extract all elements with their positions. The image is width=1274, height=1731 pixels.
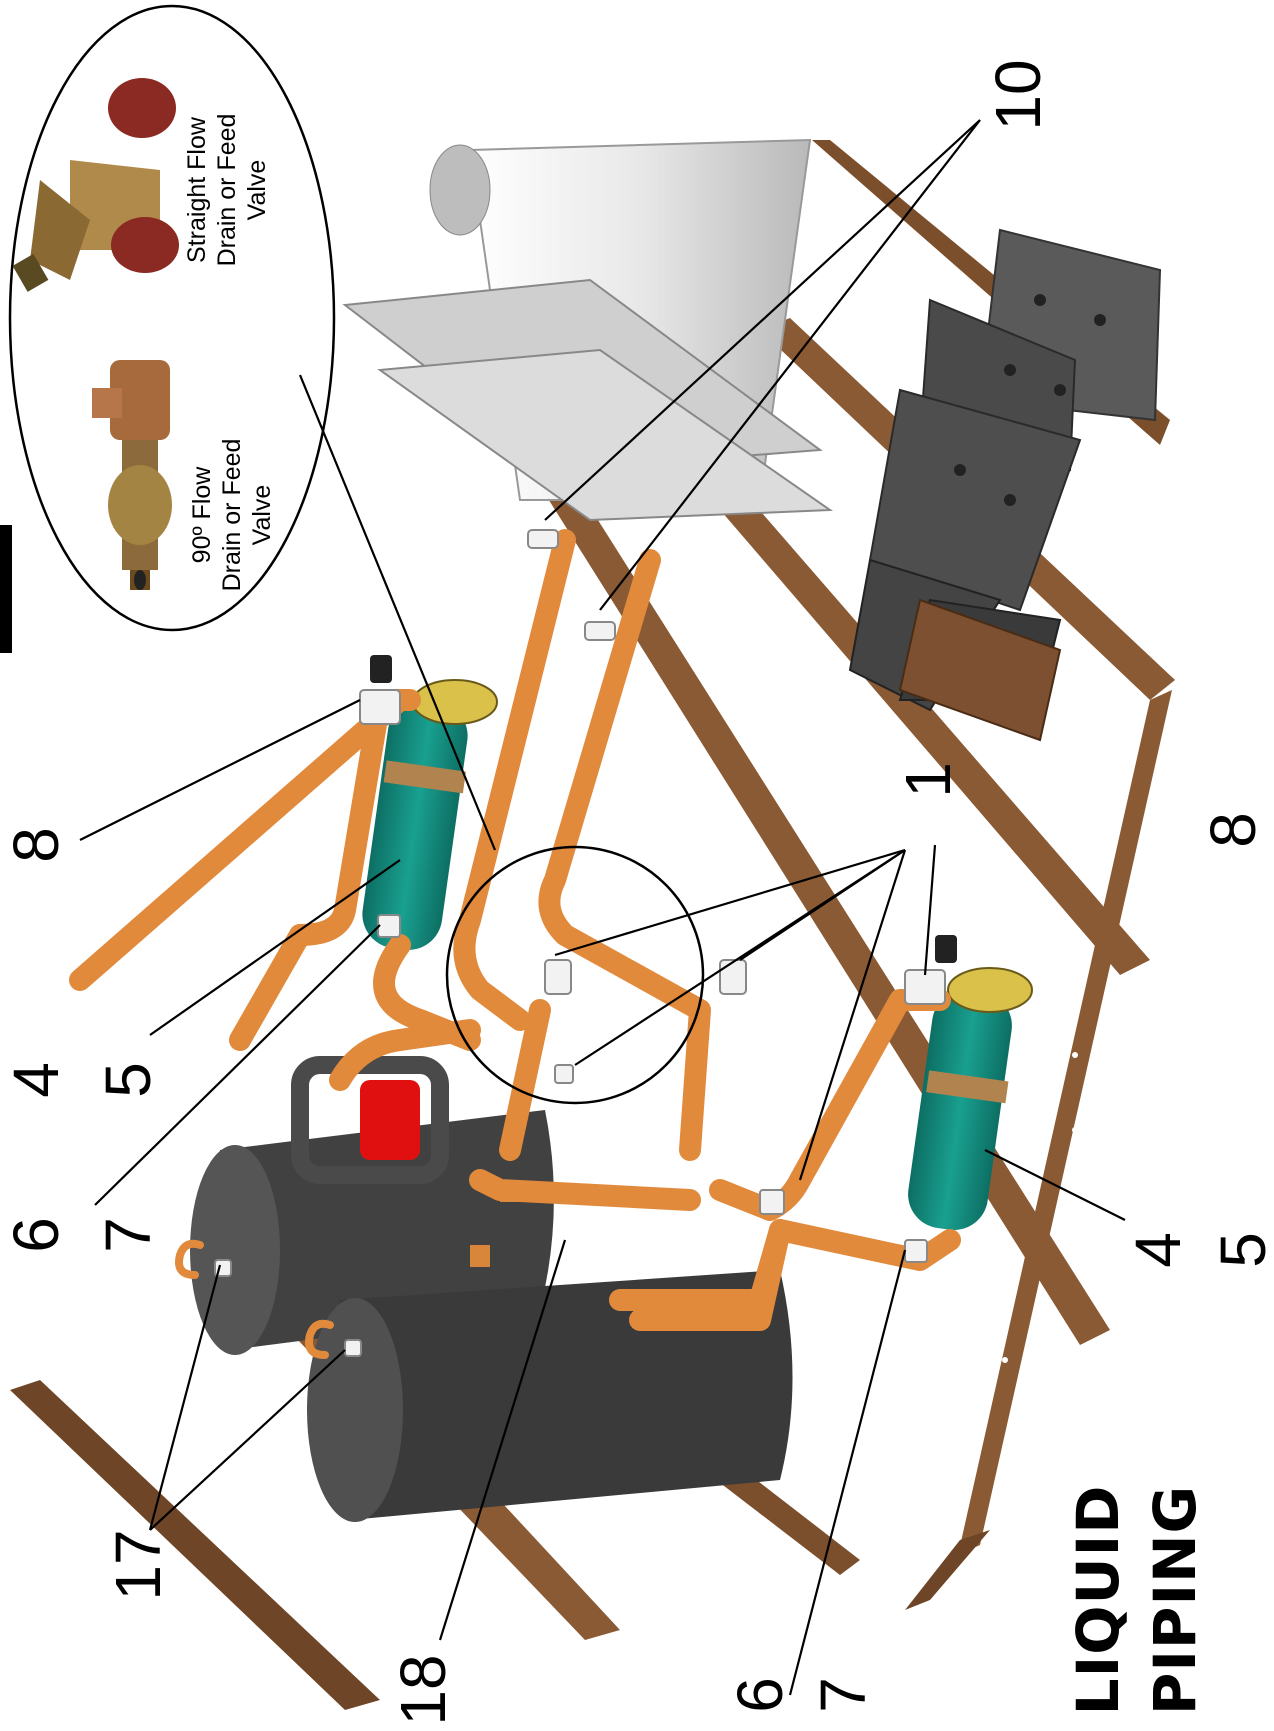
margin-bar [0, 525, 12, 653]
liquid-piping [69, 529, 961, 1359]
svg-text:Valve: Valve [243, 160, 271, 221]
callout-4-right: 4 [1122, 1232, 1194, 1268]
straight-flow-valve-image [12, 78, 179, 292]
callout-18: 18 [387, 1654, 459, 1725]
callout-numbers: 10 1 8 8 4 5 6 7 4 5 17 18 6 7 [0, 59, 1274, 1725]
callout-4-top: 4 [0, 1062, 72, 1098]
leader-lines [79, 119, 1126, 1696]
callout-8-right: 8 [1197, 812, 1269, 848]
inset-leader [298, 374, 497, 851]
compressor-motor [848, 228, 1162, 742]
callout-7-bottom: 7 [807, 1677, 879, 1713]
callout-7-top: 7 [92, 1217, 164, 1253]
vessel-shell [342, 138, 834, 522]
callout-1: 1 [892, 762, 964, 798]
callout-6-top: 6 [0, 1217, 72, 1253]
valve-inset: 90º Flow Drain or Feed Valve Straight Fl… [8, 4, 336, 632]
svg-text:Drain or Feed: Drain or Feed [213, 114, 241, 267]
svg-text:90º Flow: 90º Flow [188, 466, 216, 564]
detail-circle [445, 845, 705, 1105]
90-flow-caption: 90º Flow Drain or Feed Valve [188, 439, 276, 592]
callout-5-top: 5 [92, 1062, 164, 1098]
callout-6-bottom: 6 [724, 1677, 796, 1713]
callout-10: 10 [982, 59, 1054, 130]
callout-8-top: 8 [0, 827, 72, 863]
callout-17: 17 [102, 1529, 174, 1600]
svg-text:Straight Flow: Straight Flow [183, 116, 211, 263]
page-title: LIQUID PIPING [1064, 1485, 1209, 1716]
valve-fittings [214, 529, 946, 1357]
90-flow-valve-image [92, 360, 172, 590]
title-line-2: PIPING [1141, 1485, 1209, 1715]
callout-5-right: 5 [1207, 1232, 1274, 1268]
svg-text:Drain or Feed: Drain or Feed [218, 439, 246, 592]
straight-flow-caption: Straight Flow Drain or Feed Valve [183, 114, 271, 267]
svg-text:Valve: Valve [248, 485, 276, 546]
title-line-1: LIQUID [1064, 1485, 1132, 1716]
receiver-tanks [190, 1056, 793, 1522]
